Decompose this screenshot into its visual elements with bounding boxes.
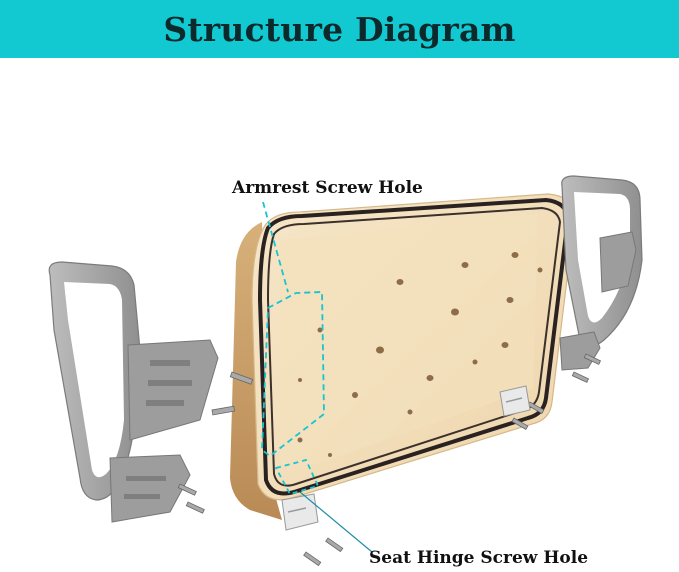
right-armrest-bracket-icon: [559, 175, 643, 371]
left-armrest-bracket-icon: [48, 261, 219, 523]
title-banner: Structure Diagram: [0, 0, 679, 58]
page-title: Structure Diagram: [163, 9, 516, 49]
hinge-bracket-icon: [281, 385, 531, 531]
seat-cushion-icon: [230, 193, 576, 520]
armrest-callout: [261, 201, 325, 458]
label-seat-hinge-screw-hole: Seat Hinge Screw Hole: [369, 548, 589, 568]
hinge-callout: [274, 458, 373, 553]
label-armrest-screw-hole: Armrest Screw Hole: [232, 178, 423, 198]
